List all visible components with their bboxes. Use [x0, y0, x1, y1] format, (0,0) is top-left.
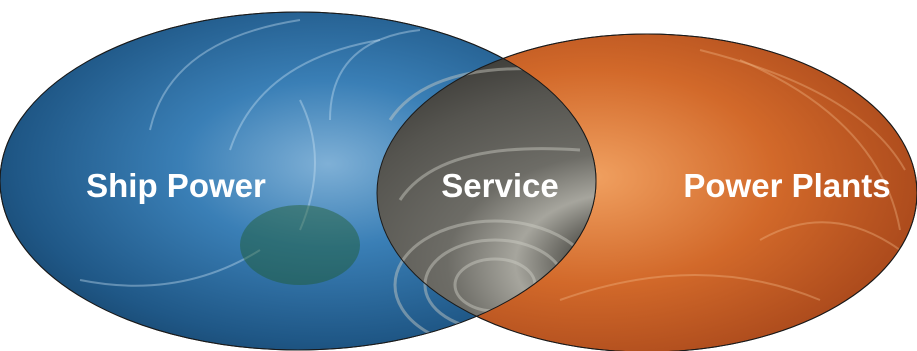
- power-plants-label: Power Plants: [683, 167, 890, 204]
- ship-power-glow: [240, 205, 360, 285]
- service-label: Service: [441, 167, 558, 204]
- ship-power-label: Ship Power: [86, 167, 266, 204]
